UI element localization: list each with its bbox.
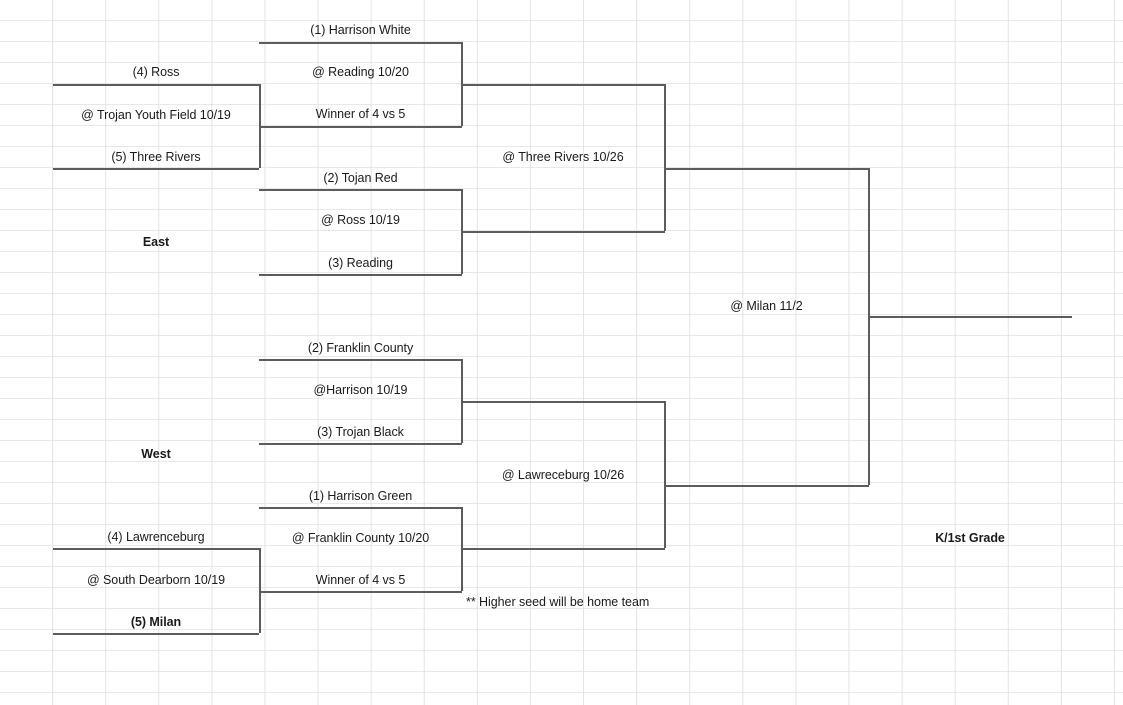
west-semi2-top-team: (1) Harrison Green: [308, 489, 413, 503]
west-semi2-site: @ Franklin County 10/20: [291, 531, 430, 545]
east-semi2-top-line: [259, 189, 462, 191]
east-semi2-bottom-team: (3) Reading: [328, 256, 393, 270]
region-label-east: East: [142, 235, 170, 249]
west-final-bottom-line: [461, 548, 665, 550]
championship-bottom-line: [664, 485, 869, 487]
championship-site: @ Milan 11/2: [730, 299, 803, 313]
west-final-connector: [664, 401, 666, 548]
west-playin-site: @ South Dearborn 10/19: [86, 573, 226, 587]
west-playin-top-line: [53, 548, 259, 550]
east-final-bottom-line: [461, 231, 665, 233]
east-playin-top-line: [53, 84, 259, 86]
championship-top-line: [664, 168, 869, 170]
west-playin-bottom-line: [53, 633, 259, 635]
east-semi2-site: @ Ross 10/19: [321, 213, 400, 227]
east-final-site: @ Three Rivers 10/26: [502, 150, 624, 164]
east-final-connector: [664, 84, 666, 231]
west-playin-bottom-team: (5) Milan: [130, 615, 182, 629]
west-semi1-top-team: (2) Franklin County: [307, 341, 414, 355]
west-semi2-top-line: [259, 507, 462, 509]
west-semi1-site: @Harrison 10/19: [313, 383, 408, 397]
west-semi2-bottom-team: Winner of 4 vs 5: [315, 573, 406, 587]
east-final-top-line: [461, 84, 665, 86]
bracket-title-label: K/1st Grade: [935, 531, 1005, 545]
region-label-west: West: [141, 447, 171, 461]
west-playin-top-team: (4) Lawrenceburg: [107, 530, 205, 544]
east-semi2-bottom-line: [259, 274, 462, 276]
footnote-text: ** Higher seed will be home team: [466, 595, 650, 609]
west-semi1-bottom-team: (3) Trojan Black: [317, 425, 404, 439]
east-playin-top-team: (4) Ross: [132, 65, 180, 79]
east-semi1-top-team: (1) Harrison White: [310, 23, 411, 37]
east-semi1-site: @ Reading 10/20: [312, 65, 409, 79]
championship-connector: [868, 168, 870, 485]
champion-slot-line: [868, 316, 1072, 318]
east-playin-site: @ Trojan Youth Field 10/19: [81, 108, 231, 122]
east-semi1-top-line: [259, 42, 462, 44]
east-playin-bottom-team: (5) Three Rivers: [111, 150, 201, 164]
east-semi1-bottom-line: [259, 126, 462, 128]
west-semi2-bottom-line: [259, 591, 462, 593]
east-playin-bottom-line: [53, 168, 259, 170]
west-semi1-bottom-line: [259, 443, 462, 445]
west-final-site: @ Lawreceburg 10/26: [501, 468, 625, 482]
east-semi1-bottom-team: Winner of 4 vs 5: [315, 107, 406, 121]
west-semi1-top-line: [259, 359, 462, 361]
east-semi2-top-team: (2) Tojan Red: [323, 171, 398, 185]
west-final-top-line: [461, 401, 665, 403]
